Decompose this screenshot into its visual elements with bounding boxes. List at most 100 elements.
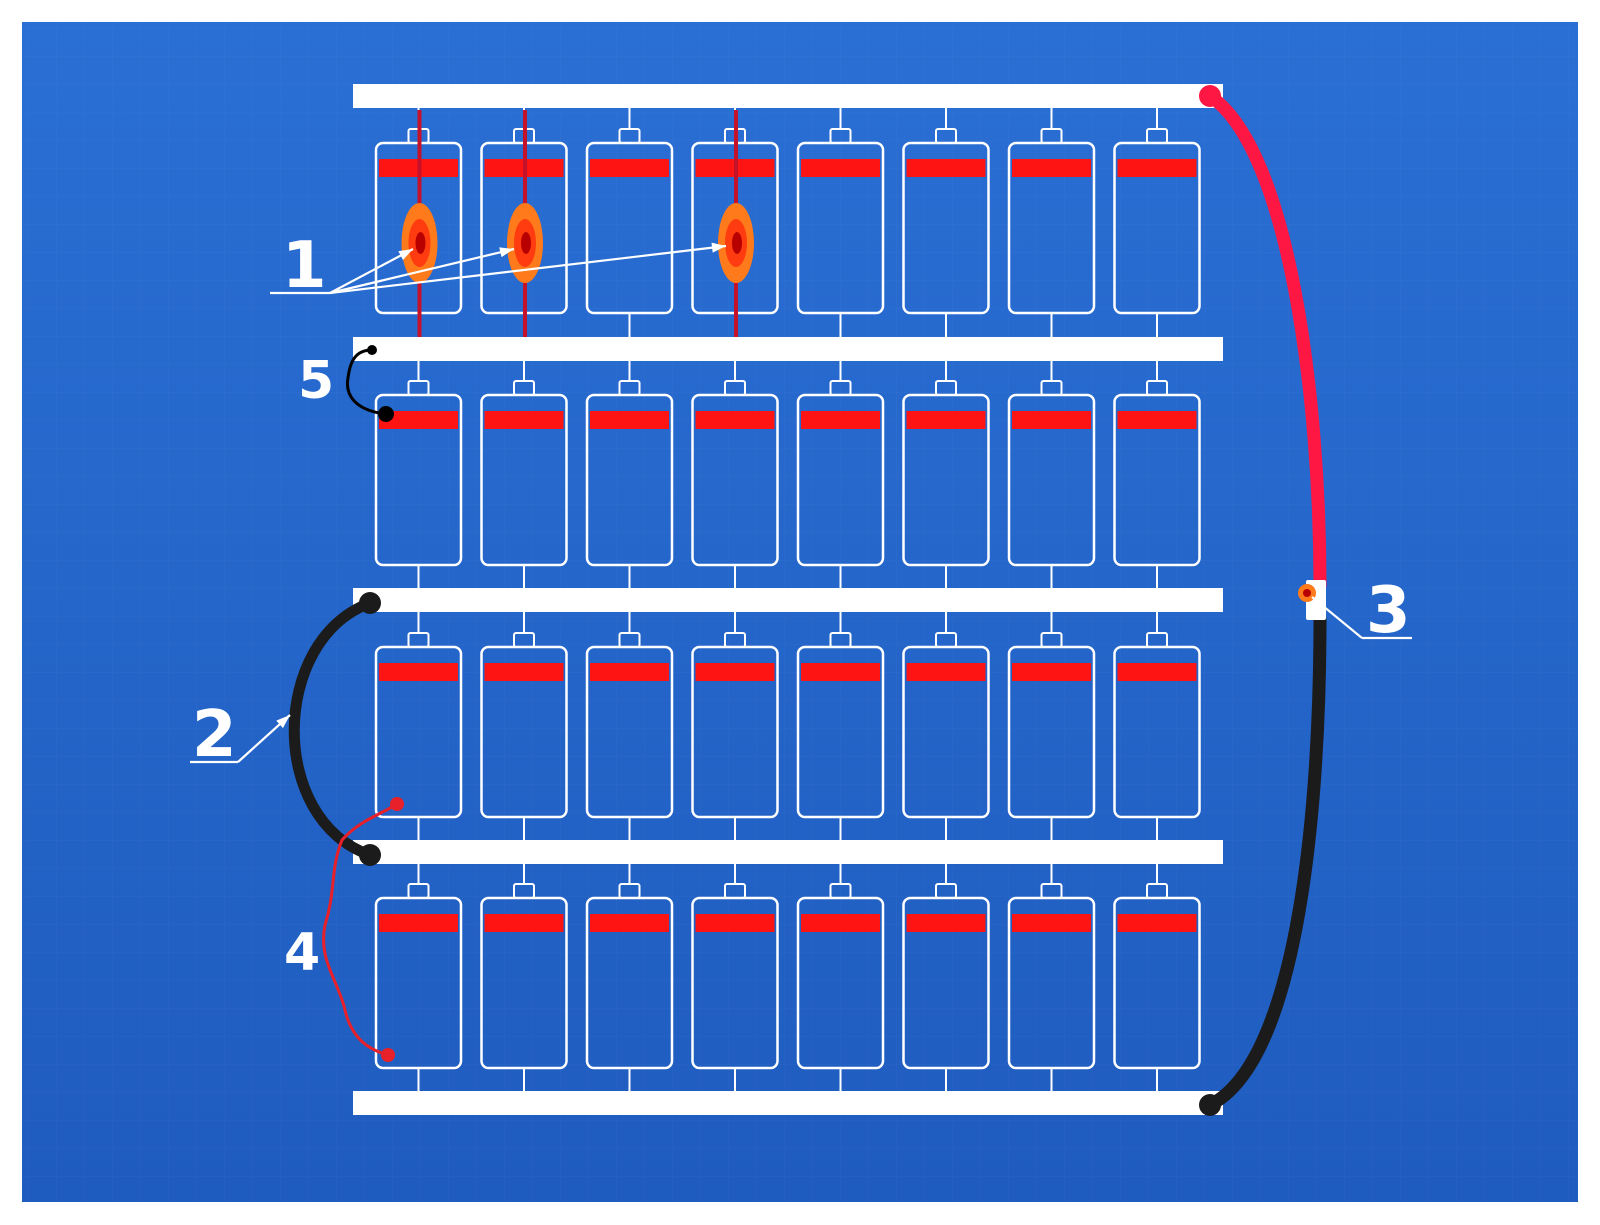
cell-charge-band	[695, 663, 775, 681]
busbar	[353, 84, 1223, 108]
callout-label-2: 2	[192, 698, 237, 772]
battery-cell	[480, 361, 568, 588]
arrowhead	[1312, 597, 1326, 610]
callout-1-pointer-c	[329, 244, 727, 295]
battery-cell	[691, 612, 779, 840]
cell-charge-band	[695, 914, 775, 932]
cell-charge-band	[1012, 159, 1091, 177]
callout-label-5: 5	[298, 351, 334, 411]
callout-label-3: 3	[1366, 574, 1411, 648]
cell-charge-band	[484, 663, 564, 681]
cell-charge-band	[801, 411, 880, 429]
battery-cell	[585, 108, 674, 337]
busbar	[353, 588, 1223, 612]
battery-cell	[691, 361, 779, 588]
damaged-cell-hotspot	[507, 110, 543, 337]
battery-cell	[585, 361, 674, 588]
callout-1-pointer-b	[329, 247, 515, 295]
connector-hotspot-core	[1303, 589, 1311, 597]
callout-1-pointer-a	[329, 248, 414, 294]
thin-sense-wire-red	[322, 802, 398, 1057]
battery-cell	[585, 612, 674, 840]
cell-charge-band	[1117, 411, 1197, 429]
negative-main-cable	[1203, 613, 1327, 1112]
cell-charge-band	[801, 159, 880, 177]
cell-charge-band	[379, 411, 458, 429]
battery-cell	[902, 361, 990, 588]
sense-wire-black-end-top	[367, 345, 377, 355]
hotspot-core	[521, 232, 531, 254]
sense-wire-red-end-top	[390, 797, 404, 811]
battery-cell	[796, 864, 885, 1091]
arrowhead	[499, 247, 514, 258]
cell-charge-band	[590, 663, 669, 681]
cell-charge-band	[1012, 411, 1091, 429]
sense-wire-black-end-bottom	[378, 406, 394, 422]
cell-charge-band	[590, 914, 669, 932]
cell-charge-band	[695, 411, 775, 429]
sense-wire-red-end-bottom	[381, 1048, 395, 1062]
cell-charge-band	[379, 663, 458, 681]
battery-cell	[1113, 612, 1201, 840]
busbar	[353, 337, 1223, 361]
jumper-terminal-top	[359, 592, 381, 614]
cell-charge-band	[1012, 663, 1091, 681]
battery-cell	[1113, 361, 1201, 588]
battery-cell	[374, 612, 463, 840]
cell-charge-band	[484, 411, 564, 429]
battery-cell	[480, 864, 568, 1091]
battery-cell	[902, 612, 990, 840]
cell-charge-band	[1012, 914, 1091, 932]
battery-cell	[480, 612, 568, 840]
battery-cell	[1007, 361, 1096, 588]
cell-charge-band	[484, 914, 564, 932]
cell-charge-band	[801, 914, 880, 932]
thin-sense-wire-black	[345, 348, 386, 416]
arrowhead	[276, 715, 290, 729]
cell-charge-band	[379, 914, 458, 932]
callout-label-4: 4	[284, 923, 320, 983]
cell-charge-band	[801, 663, 880, 681]
cell-charge-band	[906, 663, 986, 681]
battery-cell	[691, 864, 779, 1091]
cells-layer	[374, 108, 1201, 1091]
battery-cell	[796, 361, 885, 588]
battery-cell	[1007, 108, 1096, 337]
arrowhead	[398, 249, 413, 260]
damage-layer	[401, 110, 754, 337]
busbar	[353, 1091, 1223, 1115]
jumper-cable	[288, 597, 376, 861]
busbar-layer	[353, 84, 1223, 1115]
battery-cell	[1007, 612, 1096, 840]
jumper-terminal-bottom	[359, 844, 381, 866]
hotspot-core	[415, 232, 426, 254]
cell-charge-band	[906, 914, 986, 932]
battery-cell	[796, 108, 885, 337]
battery-cell	[1113, 864, 1201, 1091]
positive-cable-terminal	[1199, 85, 1221, 107]
battery-cell	[796, 612, 885, 840]
battery-cell	[902, 108, 990, 337]
arrowhead	[711, 242, 726, 253]
positive-main-cable	[1203, 89, 1327, 592]
cell-charge-band	[1117, 914, 1197, 932]
battery-cell	[902, 864, 990, 1091]
negative-cable-terminal	[1199, 1094, 1221, 1116]
cell-charge-band	[906, 411, 986, 429]
cell-charge-band	[906, 159, 986, 177]
battery-cell	[374, 361, 463, 588]
callout-label-1: 1	[282, 229, 327, 303]
cell-charge-band	[590, 159, 669, 177]
cell-charge-band	[1117, 159, 1197, 177]
battery-cell	[1007, 864, 1096, 1091]
cell-charge-band	[590, 411, 669, 429]
callout-arrowheads	[276, 242, 1326, 729]
damaged-cell-hotspot	[401, 110, 438, 337]
damaged-cell-hotspot	[718, 110, 754, 337]
battery-cell	[585, 864, 674, 1091]
busbar	[353, 840, 1223, 864]
hotspot-core	[732, 232, 742, 254]
battery-cell	[1113, 108, 1201, 337]
